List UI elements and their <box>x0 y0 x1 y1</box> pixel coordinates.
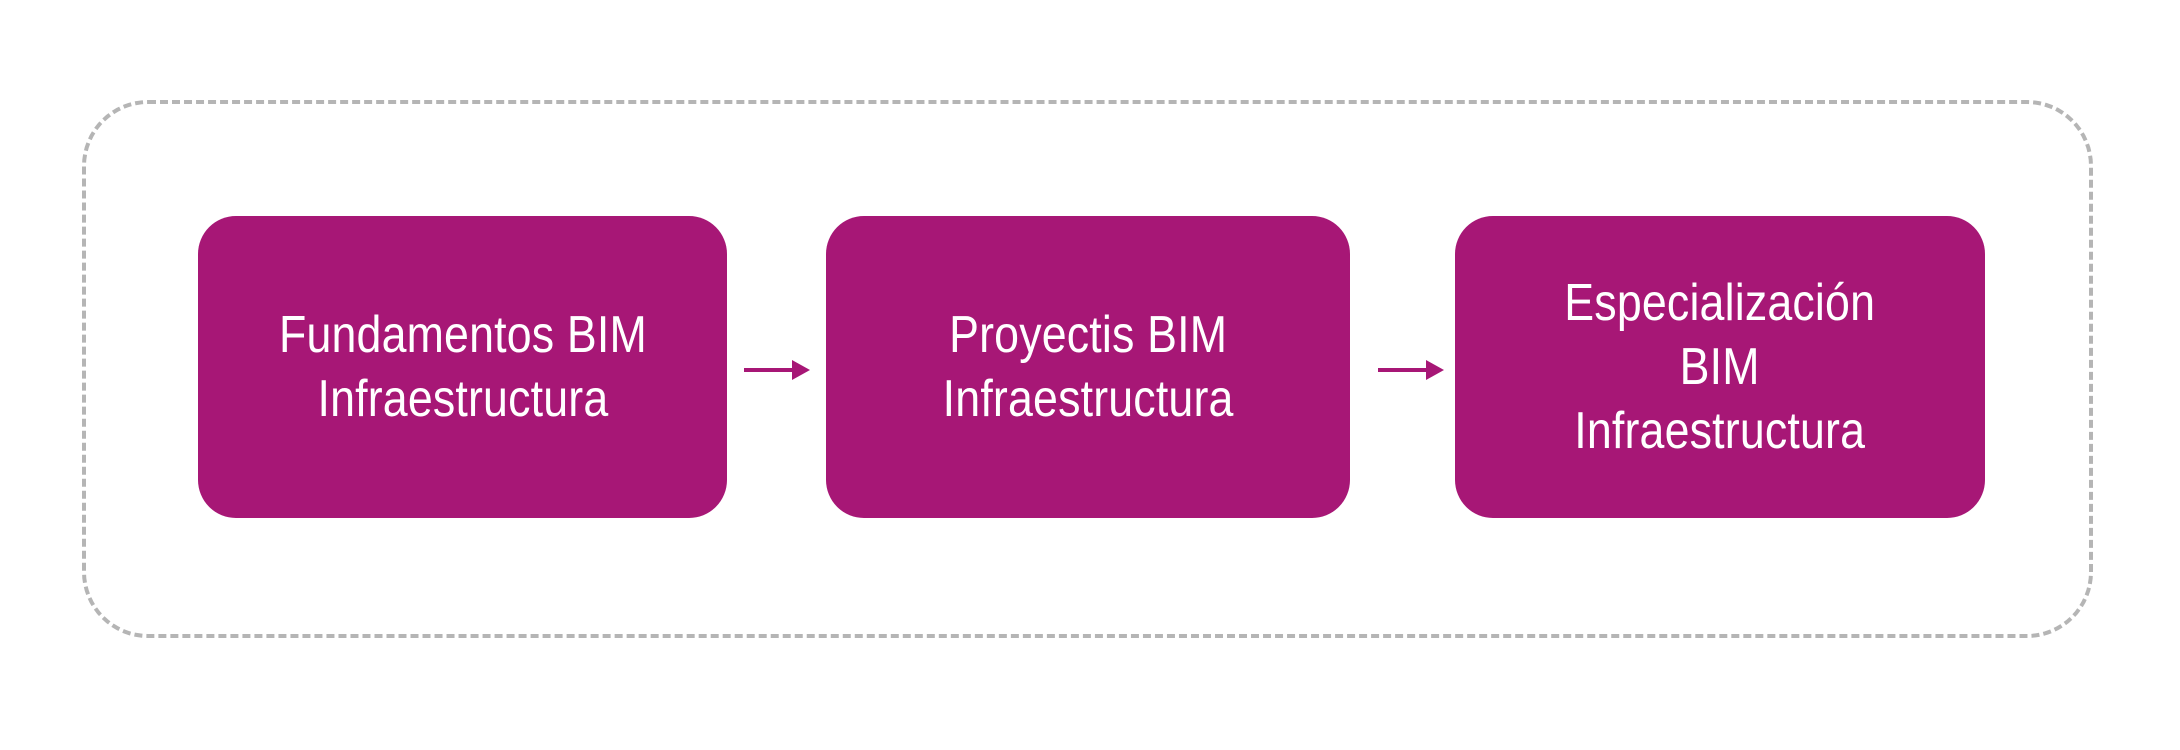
step-label: Especialización BIM Infraestructura <box>1565 271 1876 463</box>
step-label: Fundamentos BIM Infraestructura <box>279 303 647 431</box>
step-label: Proyectis BIM Infraestructura <box>943 303 1234 431</box>
step-label-line: Fundamentos BIM <box>278 306 647 364</box>
dashed-group-frame <box>82 100 2093 638</box>
step-box-proyectis: Proyectis BIM Infraestructura <box>826 216 1350 518</box>
step-label-line: Infraestructura <box>317 370 608 428</box>
arrow-right-icon <box>744 360 810 380</box>
step-label-line: BIM <box>1679 338 1761 396</box>
arrow-right-icon <box>1378 360 1444 380</box>
step-label-line: Proyectis BIM <box>948 306 1228 364</box>
step-label-line: Infraestructura <box>1574 402 1866 460</box>
step-box-especializacion: Especialización BIM Infraestructura <box>1455 216 1985 518</box>
step-label-line: Infraestructura <box>942 370 1234 428</box>
step-box-fundamentos: Fundamentos BIM Infraestructura <box>198 216 727 518</box>
step-label-line: Especialización <box>1564 274 1876 332</box>
